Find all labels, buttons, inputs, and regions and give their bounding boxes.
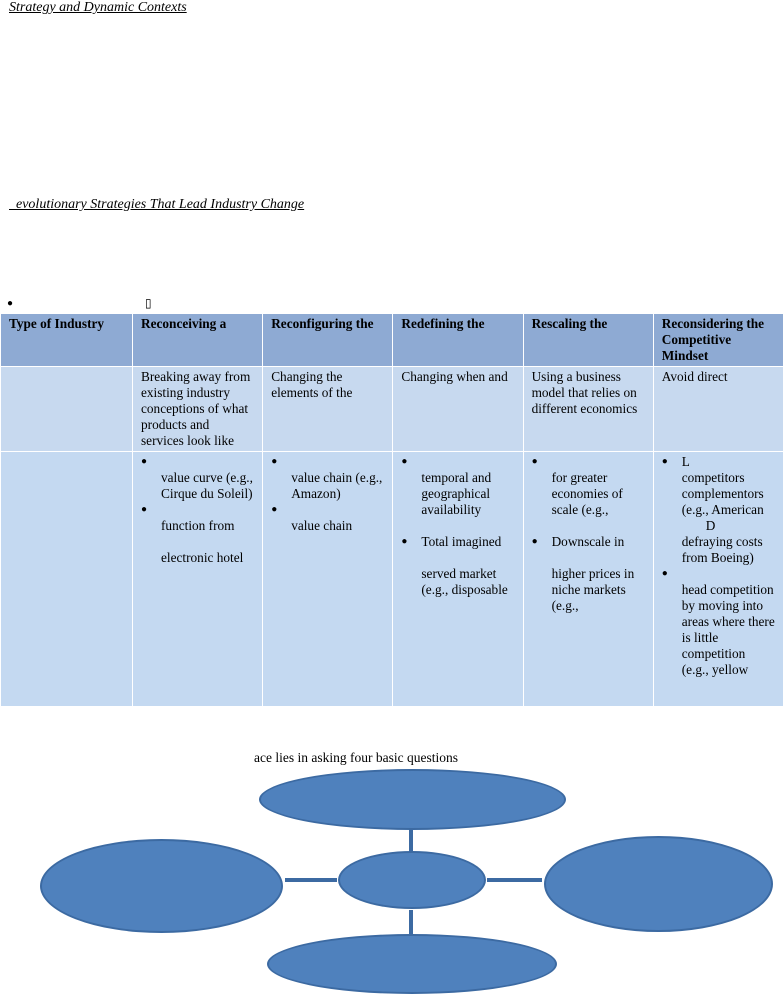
table-row: Breaking away from existing industry con… <box>0 366 784 452</box>
question-ellipse-left <box>40 839 283 933</box>
diagram-caption: ace lies in asking four basic questions <box>254 750 458 765</box>
bullet-icon: ● <box>661 568 668 579</box>
center-ellipse <box>338 851 486 909</box>
bullet-icon: ● <box>271 456 278 467</box>
header-cell: Type of Industry <box>0 313 133 367</box>
connector-right <box>487 878 542 882</box>
question-ellipse-bottom <box>267 934 557 994</box>
header-cell: Rescaling the <box>522 313 654 367</box>
connector-bottom <box>409 910 413 934</box>
header-cell: Redefining the <box>392 313 524 367</box>
bullet-icon: ● <box>141 456 148 467</box>
question-ellipse-top <box>259 769 566 830</box>
list-item: ●for greater economies of scale (e.g., <box>531 456 623 517</box>
table-cell: Changing the elements of the <box>262 366 394 452</box>
bullet-icon: ● <box>531 536 538 547</box>
table-cell: ●temporal and geographical availability … <box>392 451 524 707</box>
table-cell: ●value curve (e.g., Cirque du Soleil) ●f… <box>131 451 264 707</box>
header-cell: Reconfiguring the <box>262 313 394 367</box>
header-cell: Reconsidering the Competitive Mindset <box>652 313 784 367</box>
bullet-icon: ● <box>271 504 278 515</box>
bullet-icon: ● <box>401 456 408 467</box>
bullet-icon: ● <box>531 456 538 467</box>
list-item: ●temporal and geographical availability <box>401 456 492 517</box>
bullet-icon: ● <box>401 536 408 547</box>
list-item: ●value curve (e.g., Cirque du Soleil) <box>141 456 253 501</box>
table-cell <box>0 451 133 707</box>
connector-top <box>409 828 413 852</box>
table-header-row: Type of Industry Reconceiving a Reconfig… <box>0 313 784 367</box>
industry-change-table: Type of Industry Reconceiving a Reconfig… <box>0 313 784 707</box>
bullet-icon: ● <box>141 504 148 515</box>
list-item: ●value chain <box>271 504 353 533</box>
table-cell: Avoid direct <box>652 366 784 452</box>
table-cell <box>0 366 133 452</box>
question-ellipse-right <box>544 836 773 932</box>
table-row: ●value curve (e.g., Cirque du Soleil) ●f… <box>0 451 784 707</box>
table-cell: Changing when and <box>392 366 524 452</box>
table-cell: Using a business model that relies on di… <box>522 366 654 452</box>
bullet-icon: ● <box>661 456 668 467</box>
document-title: Strategy and Dynamic Contexts <box>9 0 187 15</box>
placeholder-box-icon: ▯ <box>145 296 152 310</box>
bullet-marker: ● <box>7 298 14 309</box>
header-cell: Reconceiving a <box>131 313 264 367</box>
section-heading: evolutionary Strategies That Lead Indust… <box>9 197 305 212</box>
connector-left <box>285 878 337 882</box>
table-cell: ●for greater economies of scale (e.g., ●… <box>522 451 654 707</box>
list-item: ●value chain (e.g., Amazon) <box>271 456 383 501</box>
table-cell: Breaking away from existing industry con… <box>131 366 264 452</box>
table-cell: ●value chain (e.g., Amazon) ●value chain <box>262 451 394 707</box>
list-item: ●head competition by moving into areas w… <box>661 568 775 677</box>
